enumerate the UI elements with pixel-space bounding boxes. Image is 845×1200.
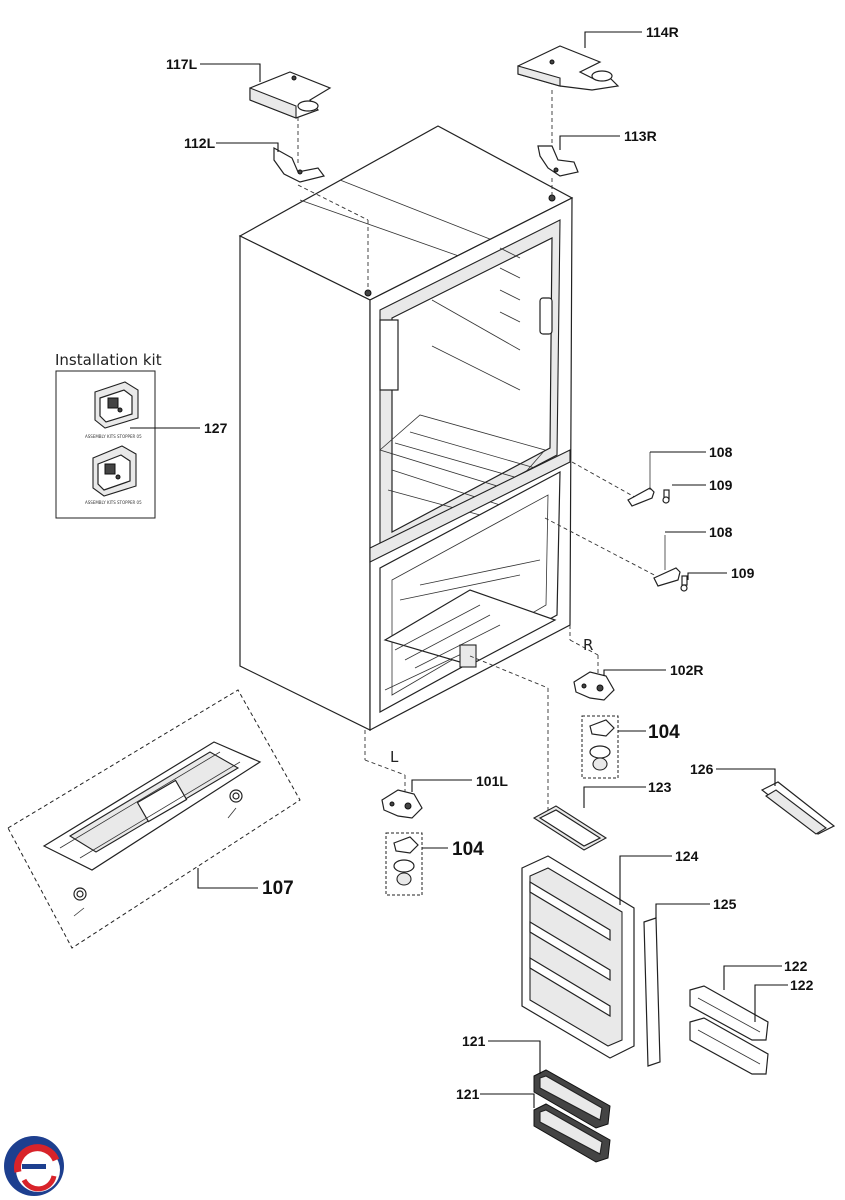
- installation-kit-title: Installation kit: [55, 351, 162, 369]
- part-107-cover-bottom: [7, 689, 301, 949]
- label-117L: 117L: [166, 56, 198, 72]
- part-123-guard: [532, 805, 608, 851]
- kit-caption-1: ASSEMBLY KITS STOPPER 05: [85, 434, 142, 439]
- label-123: 123: [648, 779, 672, 795]
- brand-logo: [4, 1136, 64, 1196]
- part-102R-hinge: [573, 671, 615, 701]
- label-112L: 112L: [184, 135, 216, 151]
- part-labels: 117L 114R 112L 113R 127 108 109 108 109 …: [166, 24, 814, 1102]
- stopper-part-1: [94, 381, 139, 429]
- part-109-screw-lower: [680, 575, 688, 592]
- label-124: 124: [675, 848, 699, 864]
- label-121-upper: 121: [462, 1033, 486, 1049]
- assembly-leader-dashes: [297, 90, 661, 815]
- label-125: 125: [713, 896, 737, 912]
- refrigerator-cabinet: [238, 125, 574, 731]
- label-122-upper: 122: [784, 958, 808, 974]
- part-109-screw-upper: [662, 489, 670, 504]
- label-126: 126: [690, 761, 714, 777]
- part-121-guard-upper: [533, 1069, 611, 1129]
- label-101L: 101L: [476, 773, 508, 789]
- label-113R: 113R: [624, 128, 657, 144]
- label-107: 107: [262, 878, 294, 899]
- part-113R-hinge: [537, 145, 579, 177]
- stopper-part-2: [92, 445, 137, 497]
- label-122-lower: 122: [790, 977, 814, 993]
- label-108-lower: 108: [709, 524, 733, 540]
- part-126-strip: [760, 781, 836, 835]
- leader-lines: [130, 31, 788, 1108]
- part-117L-hinge-cover: [249, 71, 332, 119]
- part-122-guard-upper: [689, 985, 769, 1041]
- label-L: L: [390, 748, 399, 766]
- label-114R: 114R: [646, 24, 679, 40]
- part-112L-hinge: [273, 146, 326, 183]
- label-109-upper: 109: [709, 477, 733, 493]
- installation-kit-box: [55, 370, 156, 519]
- label-102R: 102R: [670, 662, 703, 678]
- label-104-right: 104: [648, 722, 680, 743]
- part-101L-hinge: [381, 789, 423, 819]
- part-104-box-right: [581, 715, 619, 779]
- part-108-bracket-lower: [653, 535, 681, 587]
- label-R: R: [583, 636, 593, 654]
- label-109-lower: 109: [731, 565, 755, 581]
- installation-kit-group: Installation kit ASSEMBLY KITS STOPPER 0…: [55, 351, 162, 519]
- label-104-left: 104: [452, 839, 484, 860]
- part-114R-hinge-cover: [517, 45, 620, 91]
- part-122-guard-lower: [689, 1017, 769, 1075]
- label-121-lower: 121: [456, 1086, 480, 1102]
- part-121-guard-lower: [533, 1103, 611, 1163]
- label-108-upper: 108: [709, 444, 733, 460]
- part-108-bracket-upper: [627, 452, 655, 507]
- kit-caption-2: ASSEMBLY KITS STOPPER 05: [85, 500, 142, 505]
- part-104-box-left: [385, 832, 423, 896]
- part-124-door-liner: [521, 855, 635, 1059]
- part-125-door-strip: [643, 917, 661, 1067]
- label-127: 127: [204, 420, 228, 436]
